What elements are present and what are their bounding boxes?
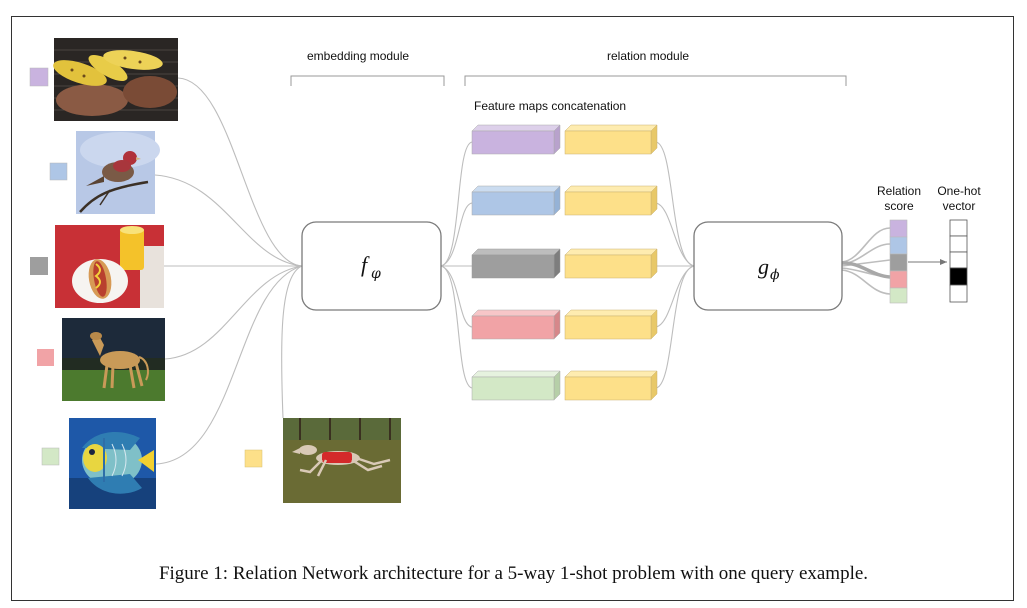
angelfish-photo (69, 418, 156, 509)
embedding-module-box (301, 221, 442, 311)
g-subscript: ϕ (770, 267, 780, 283)
embedding-module-label: embedding module (307, 49, 410, 63)
query-square (244, 449, 263, 468)
figure-caption: Figure 1: Relation Network architecture … (158, 563, 869, 584)
class-2-square (49, 162, 68, 181)
feature-connectors (440, 141, 473, 389)
grilled-corn-and-meat-photo (53, 38, 178, 121)
feature-maps-concatenation-label: Feature maps concatenation (474, 99, 627, 113)
one-hot-vector-label: One-hot vector (929, 184, 989, 214)
saluki-dog-standing-photo (62, 318, 165, 401)
feature-pair-5 (471, 370, 658, 401)
saluki-dog-running-query-photo (283, 418, 401, 503)
relation-score-label-line2: score (884, 199, 914, 213)
feature-pair-1 (471, 124, 658, 155)
f-symbol: f (361, 252, 370, 277)
score-connectors (841, 227, 891, 295)
feature-pair-4 (471, 309, 658, 340)
input-connectors (154, 77, 303, 465)
f-subscript: φ (371, 266, 381, 282)
bird-on-branch-photo (76, 131, 160, 214)
relation-module-label: relation module (607, 49, 690, 63)
one-hot-vector-label-line2: vector (942, 199, 976, 213)
relation-connectors (655, 141, 695, 389)
relation-score-label: Relation score (866, 184, 932, 214)
one-hot-vector-label-line1: One-hot (937, 184, 981, 198)
hot-dog-with-drink-photo (55, 225, 164, 308)
figure-frame (11, 16, 1014, 601)
one-hot-vector (949, 219, 968, 303)
relation-score-label-line1: Relation (876, 184, 922, 198)
embedding-module-bracket (290, 75, 445, 86)
class-4-square (37, 349, 54, 366)
relation-score-column (889, 219, 908, 304)
class-3-square (30, 257, 48, 275)
g-symbol: g (758, 254, 769, 279)
dominant-score-connector (841, 261, 891, 279)
relation-module-box (693, 221, 843, 311)
relation-module-bracket (464, 75, 847, 86)
class-1-square (29, 67, 49, 87)
feature-pair-2 (471, 185, 658, 216)
class-5-square (41, 447, 60, 466)
feature-pair-3 (471, 248, 658, 279)
